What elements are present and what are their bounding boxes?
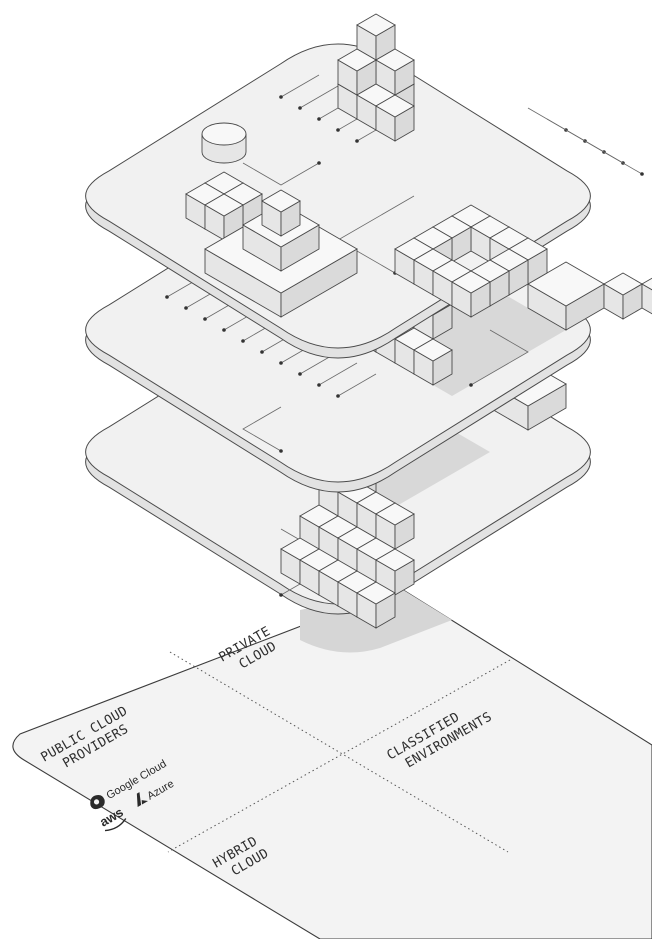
layer-top-pin-left-2-dot	[317, 117, 321, 121]
layer-middle-block-12	[641, 277, 652, 315]
layer-top-block-27	[451, 270, 491, 318]
layer-top-pin-left-4-dot	[355, 139, 359, 143]
layer-top-pin-left-1	[299, 85, 339, 109]
layer-top-pin-left-0-dot	[279, 95, 283, 99]
layer-bottom-block-17-top-face	[375, 548, 415, 572]
aws-smile-icon	[104, 818, 127, 832]
layer-middle-block-11-top-face	[603, 272, 643, 296]
layer-middle-block-23	[413, 338, 453, 386]
layer-top-pin-left-1-dot	[298, 106, 302, 110]
layer-middle-pin-9-dot	[336, 394, 340, 398]
layer-top-block-22	[261, 189, 301, 237]
layer-top-pin-right-4	[603, 151, 643, 175]
database-cylinder-top	[201, 122, 247, 146]
layer-top-pin-right-4-dot	[640, 172, 644, 176]
layer-middle-block-12-left-face	[641, 283, 652, 315]
layer-top-block-22-top-face	[261, 189, 301, 213]
layer-top-block-5	[375, 48, 415, 96]
layer-middle-pin-4-dot	[241, 339, 245, 343]
layer-middle-wire-b-dot	[279, 449, 283, 453]
layer-middle-block-12-top-face	[641, 277, 652, 291]
layer-middle-pin-8-dot	[317, 383, 321, 387]
layer-middle-pin-5-dot	[260, 350, 264, 354]
base-plane-outline	[12, 587, 652, 939]
layer-middle-block-11	[603, 272, 643, 320]
stacked-layers	[85, 13, 652, 629]
layer-middle-pin-2-dot	[203, 317, 207, 321]
layer-middle-wire-a-dot	[469, 383, 473, 387]
layer-top	[85, 13, 644, 359]
layer-top-block-12-top-face	[204, 193, 244, 217]
layer-middle-pin-8	[318, 362, 358, 386]
layer-top-block-8-top-face	[375, 94, 415, 118]
layer-middle-pin-9	[337, 373, 377, 397]
layer-middle-pin-1-dot	[184, 306, 188, 310]
layer-middle-wire-b	[242, 406, 282, 452]
layer-bottom-wire-2-dot	[279, 593, 283, 597]
layer-bottom-block-21-top-face	[356, 581, 396, 605]
layer-top-block-6-top-face	[337, 48, 377, 72]
layer-middle-wire-a	[470, 329, 529, 386]
layer-middle-pin-0-dot	[165, 295, 169, 299]
layer-top-block-27-top-face	[451, 270, 491, 294]
layer-top-block-5-top-face	[375, 48, 415, 72]
layer-top-wire-db-dot	[317, 161, 321, 165]
layer-middle-block-23-top-face	[413, 338, 453, 362]
layer-top-block-2-top-face	[356, 13, 396, 37]
layer-top-block-8	[375, 94, 415, 142]
layer-middle-pin-7-dot	[298, 372, 302, 376]
layer-top-pin-left-3-dot	[336, 128, 340, 132]
layer-top-pin-left-0	[280, 74, 320, 98]
layer-middle-pin-3-dot	[222, 328, 226, 332]
azure-icon	[136, 792, 149, 808]
layer-bottom-block-14-top-face	[375, 502, 415, 526]
layer-bottom-block-21	[356, 581, 396, 629]
layer-top-wire-db	[242, 162, 320, 186]
base-plane	[12, 587, 652, 939]
layer-middle-pin-6-dot	[279, 361, 283, 365]
database-cylinder	[201, 122, 247, 164]
